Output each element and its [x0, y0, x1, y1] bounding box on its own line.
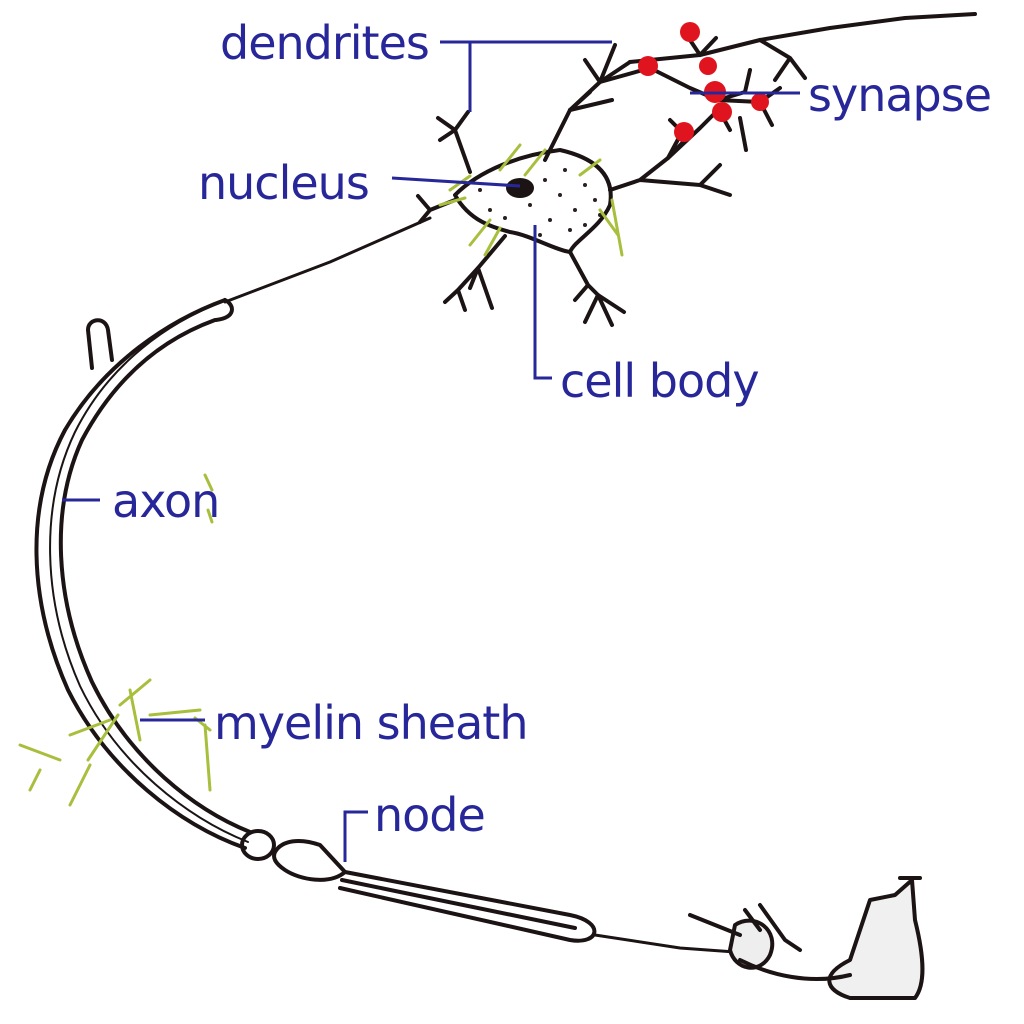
node-leader: [343, 810, 368, 862]
nucleus-leader: [391, 176, 521, 188]
nucleus-shape: [506, 178, 534, 198]
axon-collateral: [86, 318, 114, 370]
myelin-segment-2: [338, 870, 597, 943]
axon-terminals: [628, 12, 977, 160]
label-cell-body: cell body: [560, 354, 760, 408]
dendrites-leader: [440, 40, 612, 112]
label-myelin-sheath: myelin sheath: [214, 696, 528, 750]
label-dendrites: dendrites: [220, 16, 430, 70]
label-axon: axon: [112, 474, 220, 528]
axon-distal: [593, 933, 737, 954]
leader-lines: [62, 40, 800, 862]
axon-initial-segment: [223, 216, 432, 304]
label-synapse: synapse: [808, 68, 992, 122]
cell-body-leader: [533, 225, 552, 380]
label-node: node: [374, 788, 486, 842]
axon-shape: [34, 298, 252, 850]
dendrite-branches: [416, 43, 732, 327]
axon-terminal-shape: [688, 876, 925, 1000]
cell-body-shape: [453, 148, 613, 254]
label-nucleus: nucleus: [198, 156, 370, 210]
node-of-ranvier: [240, 829, 347, 882]
glial-cells-myelin: [18, 473, 214, 807]
